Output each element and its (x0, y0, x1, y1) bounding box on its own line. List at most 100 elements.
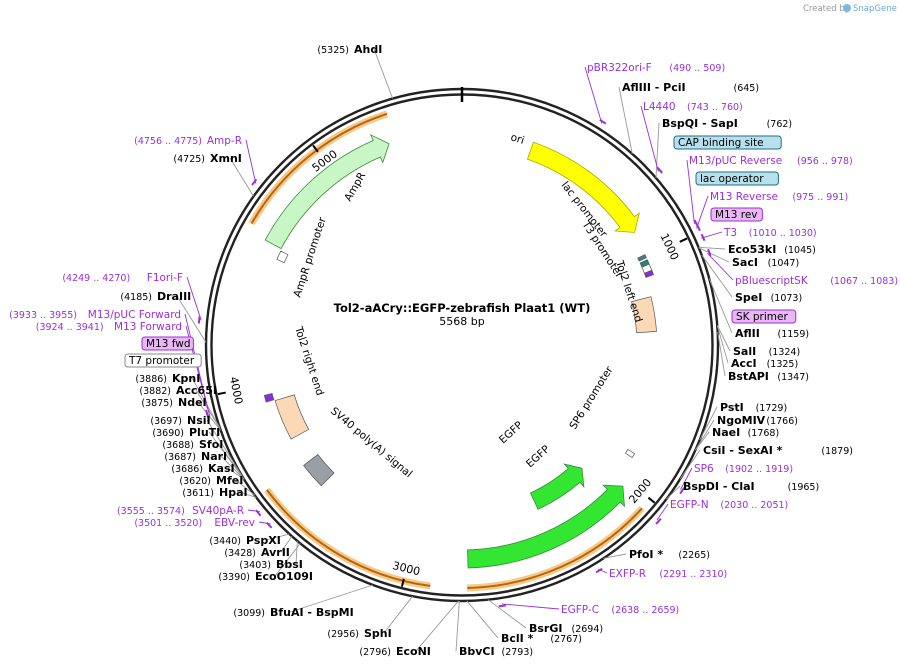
enzyme-position: (3620) (179, 476, 211, 487)
enzyme-leader-line (229, 157, 254, 197)
boxed-label-text: M13 fwd (146, 338, 191, 350)
primer-range: (4249 .. 4270) (62, 273, 130, 284)
enzyme-position: (1729) (756, 403, 788, 414)
enzyme-leader-line (206, 419, 243, 477)
enzyme-leader-line (220, 455, 245, 480)
primer-site: L4440(743 .. 760) (643, 101, 743, 113)
enzyme-site: NaeI (1768) (712, 426, 779, 439)
enzyme-position: (2265) (678, 550, 710, 561)
boxed-label-frame (695, 171, 779, 186)
primer-site: pBluescriptSK(1067 .. 1083) (735, 275, 898, 287)
enzyme-name: SalI (733, 345, 756, 358)
enzyme-site: MfeI (3620) (179, 474, 243, 487)
primer-mark (197, 316, 201, 324)
primer-mark (656, 166, 663, 174)
boxed-label-text: M13 rev (715, 209, 758, 221)
enzyme-name: XmnI (210, 152, 242, 165)
enzyme-site: AhdI(5325) (317, 43, 382, 56)
enzyme-name: PluTI (189, 426, 220, 439)
enzyme-name: AhdI (354, 43, 382, 56)
enzyme-position: (762) (767, 119, 793, 130)
primer-name: M13 Forward (114, 321, 182, 333)
backbone-inner-strand (210, 93, 714, 597)
primer-range: (3555 .. 3574) (117, 506, 185, 517)
primer-leader-line (597, 568, 608, 574)
enzyme-name: NarI (201, 450, 227, 463)
enzyme-leader-line (603, 553, 627, 559)
primer-leader-line (696, 195, 709, 229)
enzyme-name: CsiI - SexAI * (703, 444, 783, 457)
feature-label-tol2-left: Tol2 left end (613, 258, 645, 324)
tick-label: 4000 (227, 375, 245, 405)
orange-arc (250, 112, 388, 225)
boxed-label-sk-primer: SK primer (731, 309, 797, 324)
primer-range: (2291 .. 2310) (659, 569, 727, 580)
enzyme-name: BclI * (501, 632, 534, 645)
enzyme-leader-line (699, 406, 718, 441)
enzyme-position: (3390) (218, 572, 250, 583)
enzyme-leader-line (701, 254, 733, 298)
enzyme-name: NaeI (712, 426, 740, 439)
enzyme-site: PfoI *(2265) (629, 548, 710, 561)
enzyme-leader-line (695, 419, 715, 451)
primer-leader-line (686, 159, 695, 225)
enzyme-site: KpnI(3886) (135, 372, 200, 385)
boxed-label-lac-operator: lac operator (695, 171, 779, 186)
enzyme-site: Eco53kI(1045) (728, 243, 816, 256)
enzyme-position: (4725) (173, 154, 205, 165)
enzyme-position: (3688) (162, 440, 194, 451)
credit-prefix: Created by (803, 4, 850, 14)
enzyme-position: (3611) (182, 488, 214, 499)
leader-lines (176, 48, 734, 652)
enzyme-leader-line (679, 449, 701, 479)
enzyme-position: (1879) (821, 446, 853, 457)
enzyme-name: MfeI (216, 474, 243, 487)
backbone (204, 87, 720, 603)
enzyme-position: (2956) (327, 629, 359, 640)
enzyme-leader-line (227, 467, 245, 480)
enzyme-position: (3687) (164, 452, 196, 463)
enzyme-name: HpaI (219, 486, 248, 499)
enzyme-name: EcoNI (396, 645, 431, 658)
primer-range: (743 .. 760) (687, 102, 743, 113)
tick-mark (217, 391, 226, 396)
primer-site: EGFP-N(2030 .. 2051) (670, 499, 788, 511)
enzyme-position: (1347) (777, 372, 809, 383)
feature-egfp-outer (467, 484, 625, 569)
feature-tol2-right-end (274, 394, 310, 440)
primer-site: M13/pUC Forward(3933 .. 3955) (9, 309, 181, 321)
primer-range: (956 .. 978) (797, 156, 853, 167)
enzyme-site: SpeI(1073) (735, 291, 802, 304)
enzyme-site: AvrII(3428) (224, 546, 290, 559)
enzyme-name: BspDI - ClaI (683, 480, 755, 493)
feature-egfp-inner (529, 463, 585, 510)
boxed-label-t7-promoter: T7 promoter (124, 353, 202, 368)
enzyme-site: CsiI - SexAI * (1879) (703, 444, 853, 457)
feature-m13fwd-feature (263, 392, 275, 403)
boxed-label-frame (731, 309, 797, 324)
enzyme-leader-line (717, 331, 726, 377)
enzyme-position: (1768) (748, 428, 780, 439)
boxed-label-m13-fwd: M13 fwd (141, 336, 194, 351)
feature-ori (526, 141, 640, 233)
enzyme-name: AflII (735, 327, 760, 340)
tick-mark (647, 496, 656, 504)
enzyme-name: SphI (364, 627, 392, 640)
primer-mark (655, 517, 662, 525)
enzyme-leader-line (176, 295, 207, 343)
features (263, 134, 657, 569)
enzyme-name: NdeI (178, 396, 207, 409)
primer-leader-line (680, 467, 693, 490)
enzyme-name: BspQI - SapI (662, 117, 738, 130)
enzyme-position: (1766) (766, 416, 798, 427)
primer-site: EBV-rev(3501 .. 3520) (134, 517, 255, 529)
enzyme-leader-line (274, 543, 301, 577)
enzyme-leader-line (698, 247, 730, 263)
enzyme-site: BspQI - SapI (762) (662, 117, 792, 130)
primer-range: (2638 .. 2659) (611, 605, 679, 616)
enzyme-name: NsiI (187, 414, 211, 427)
enzyme-position: (3882) (139, 386, 171, 397)
enzyme-name: BfuAI - BspMI (270, 606, 354, 619)
boxed-label-m13-rev: M13 rev (710, 207, 763, 222)
